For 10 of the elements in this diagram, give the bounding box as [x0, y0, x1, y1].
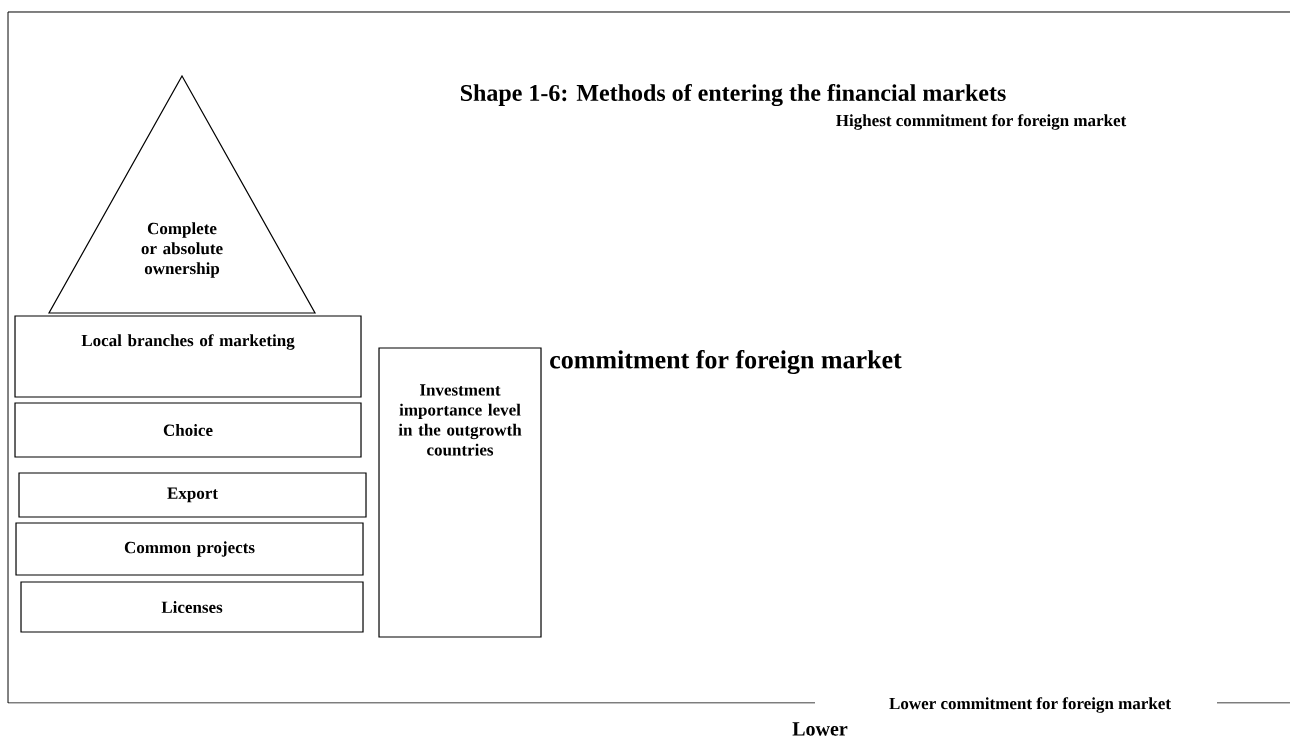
label-box: Common projects — [15, 522, 364, 576]
label-box: Local branches of marketing — [14, 315, 362, 398]
label-box: Choice — [14, 402, 362, 458]
label: Highest commitment for foreign market — [836, 114, 1127, 130]
label: Lower — [792, 722, 848, 736]
label-box: Export — [18, 472, 367, 518]
label-box: Licenses — [20, 581, 364, 633]
label-box: Investment importance level in the outgrowth countries — [378, 347, 542, 638]
label: Lower commitment for foreign market — [889, 697, 1171, 713]
title: Shape 1-6: Methods of entering the financial markets — [460, 83, 1006, 107]
